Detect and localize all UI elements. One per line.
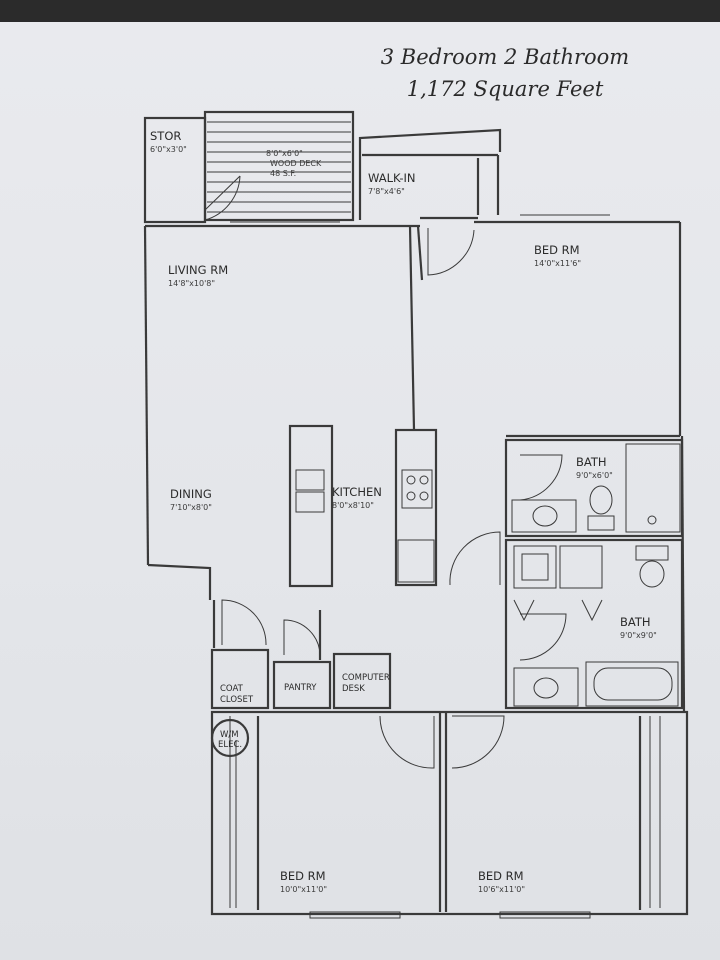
cooktop <box>401 469 433 509</box>
bed2-door-swing <box>379 715 435 769</box>
sink-icon <box>533 677 559 699</box>
toilet-icon <box>589 485 613 515</box>
wm-label-line2: ELEC. <box>218 740 242 750</box>
dryer <box>559 545 603 589</box>
computer-label-line1: COMPUTER <box>342 673 390 683</box>
bed2-dim: 10'0"x11'0" <box>280 885 327 894</box>
shower-drain-icon <box>647 515 657 525</box>
vanity <box>513 667 579 707</box>
coat-label-line1: COAT <box>220 684 244 694</box>
stor-label: STOR <box>150 129 181 143</box>
bath1-label: BATH <box>576 455 607 469</box>
stor-dim: 6'0"x3'0" <box>150 145 187 154</box>
computer-label-line2: DESK <box>342 684 365 694</box>
dining-dim: 7'10"x8'0" <box>170 503 212 512</box>
living-label: LIVING RM <box>168 263 228 277</box>
coat-closet-door-swing <box>221 599 267 646</box>
kitchen-fixtures <box>288 424 501 588</box>
wood-deck <box>203 110 355 222</box>
deck-area: 48 S.F. <box>270 169 296 178</box>
refrigerator <box>397 539 435 583</box>
bath2-door-swing <box>519 613 567 661</box>
toilet-icon <box>639 560 665 588</box>
burner-icon <box>419 491 429 501</box>
bed3-dim: 10'6"x11'0" <box>478 885 525 894</box>
sink-icon <box>532 505 558 527</box>
computer-desk <box>332 652 392 710</box>
bedrooms-outline <box>210 710 689 916</box>
pantry <box>272 660 332 710</box>
burner-icon <box>419 475 429 485</box>
bed1-label: BED RM <box>534 243 580 257</box>
kitchen-dim: 8'0"x8'10" <box>332 501 374 510</box>
plan-title-bedrooms: 3 Bedroom 2 Bathroom <box>380 45 630 69</box>
kitchen-label: KITCHEN <box>332 485 382 499</box>
kitchen-counter <box>394 428 438 587</box>
deck-dim: 8'0"x6'0" <box>266 149 303 158</box>
shower <box>625 443 681 533</box>
bath-two-fixtures <box>504 538 684 710</box>
living-dim: 14'8"x10'8" <box>168 279 215 288</box>
bath2-label: BATH <box>620 615 651 629</box>
vanity <box>511 499 577 533</box>
plan-title-area: 1,172 Square Feet <box>406 77 604 101</box>
bed2-label: BED RM <box>280 869 326 883</box>
bifold-door <box>513 599 535 622</box>
bifold-door <box>581 599 603 622</box>
island-sink-left <box>295 469 325 491</box>
walkin-label: WALK-IN <box>368 171 416 185</box>
closets-row <box>210 599 505 769</box>
bed3-label: BED RM <box>478 869 524 883</box>
bed3-door-swing <box>451 715 505 769</box>
bath2-dim: 9'0"x9'0" <box>620 631 657 640</box>
kitchen-island <box>288 424 334 588</box>
bed1-dim: 14'0"x11'6" <box>534 259 581 268</box>
washer <box>513 545 557 589</box>
walkin-door-swing <box>427 228 475 276</box>
deck-label: WOOD DECK <box>270 159 322 168</box>
walk-in-closet <box>358 128 502 276</box>
wm-label-line1: W/M <box>220 730 239 740</box>
burner-icon <box>406 475 416 485</box>
bath-one-fixtures <box>504 438 684 538</box>
burner-icon <box>406 491 416 501</box>
coat-closet <box>210 648 270 710</box>
island-sink-right <box>295 491 325 513</box>
dining-label: DINING <box>170 487 212 501</box>
deck-boards <box>207 121 351 213</box>
bath1-door-swing <box>519 454 563 501</box>
bath1-dim: 9'0"x6'0" <box>576 471 613 480</box>
bathtub <box>585 661 679 707</box>
storage-door-swing <box>204 175 241 221</box>
main-walls <box>143 214 689 919</box>
walkin-dim: 7'8"x4'6" <box>368 187 405 196</box>
coat-label-line2: CLOSET <box>220 695 254 705</box>
storage-and-deck <box>143 110 355 224</box>
pantry-label: PANTRY <box>284 683 317 693</box>
pantry-door-swing <box>283 619 321 656</box>
hall-door-swing <box>449 531 501 586</box>
water-heater-icon <box>210 718 250 758</box>
